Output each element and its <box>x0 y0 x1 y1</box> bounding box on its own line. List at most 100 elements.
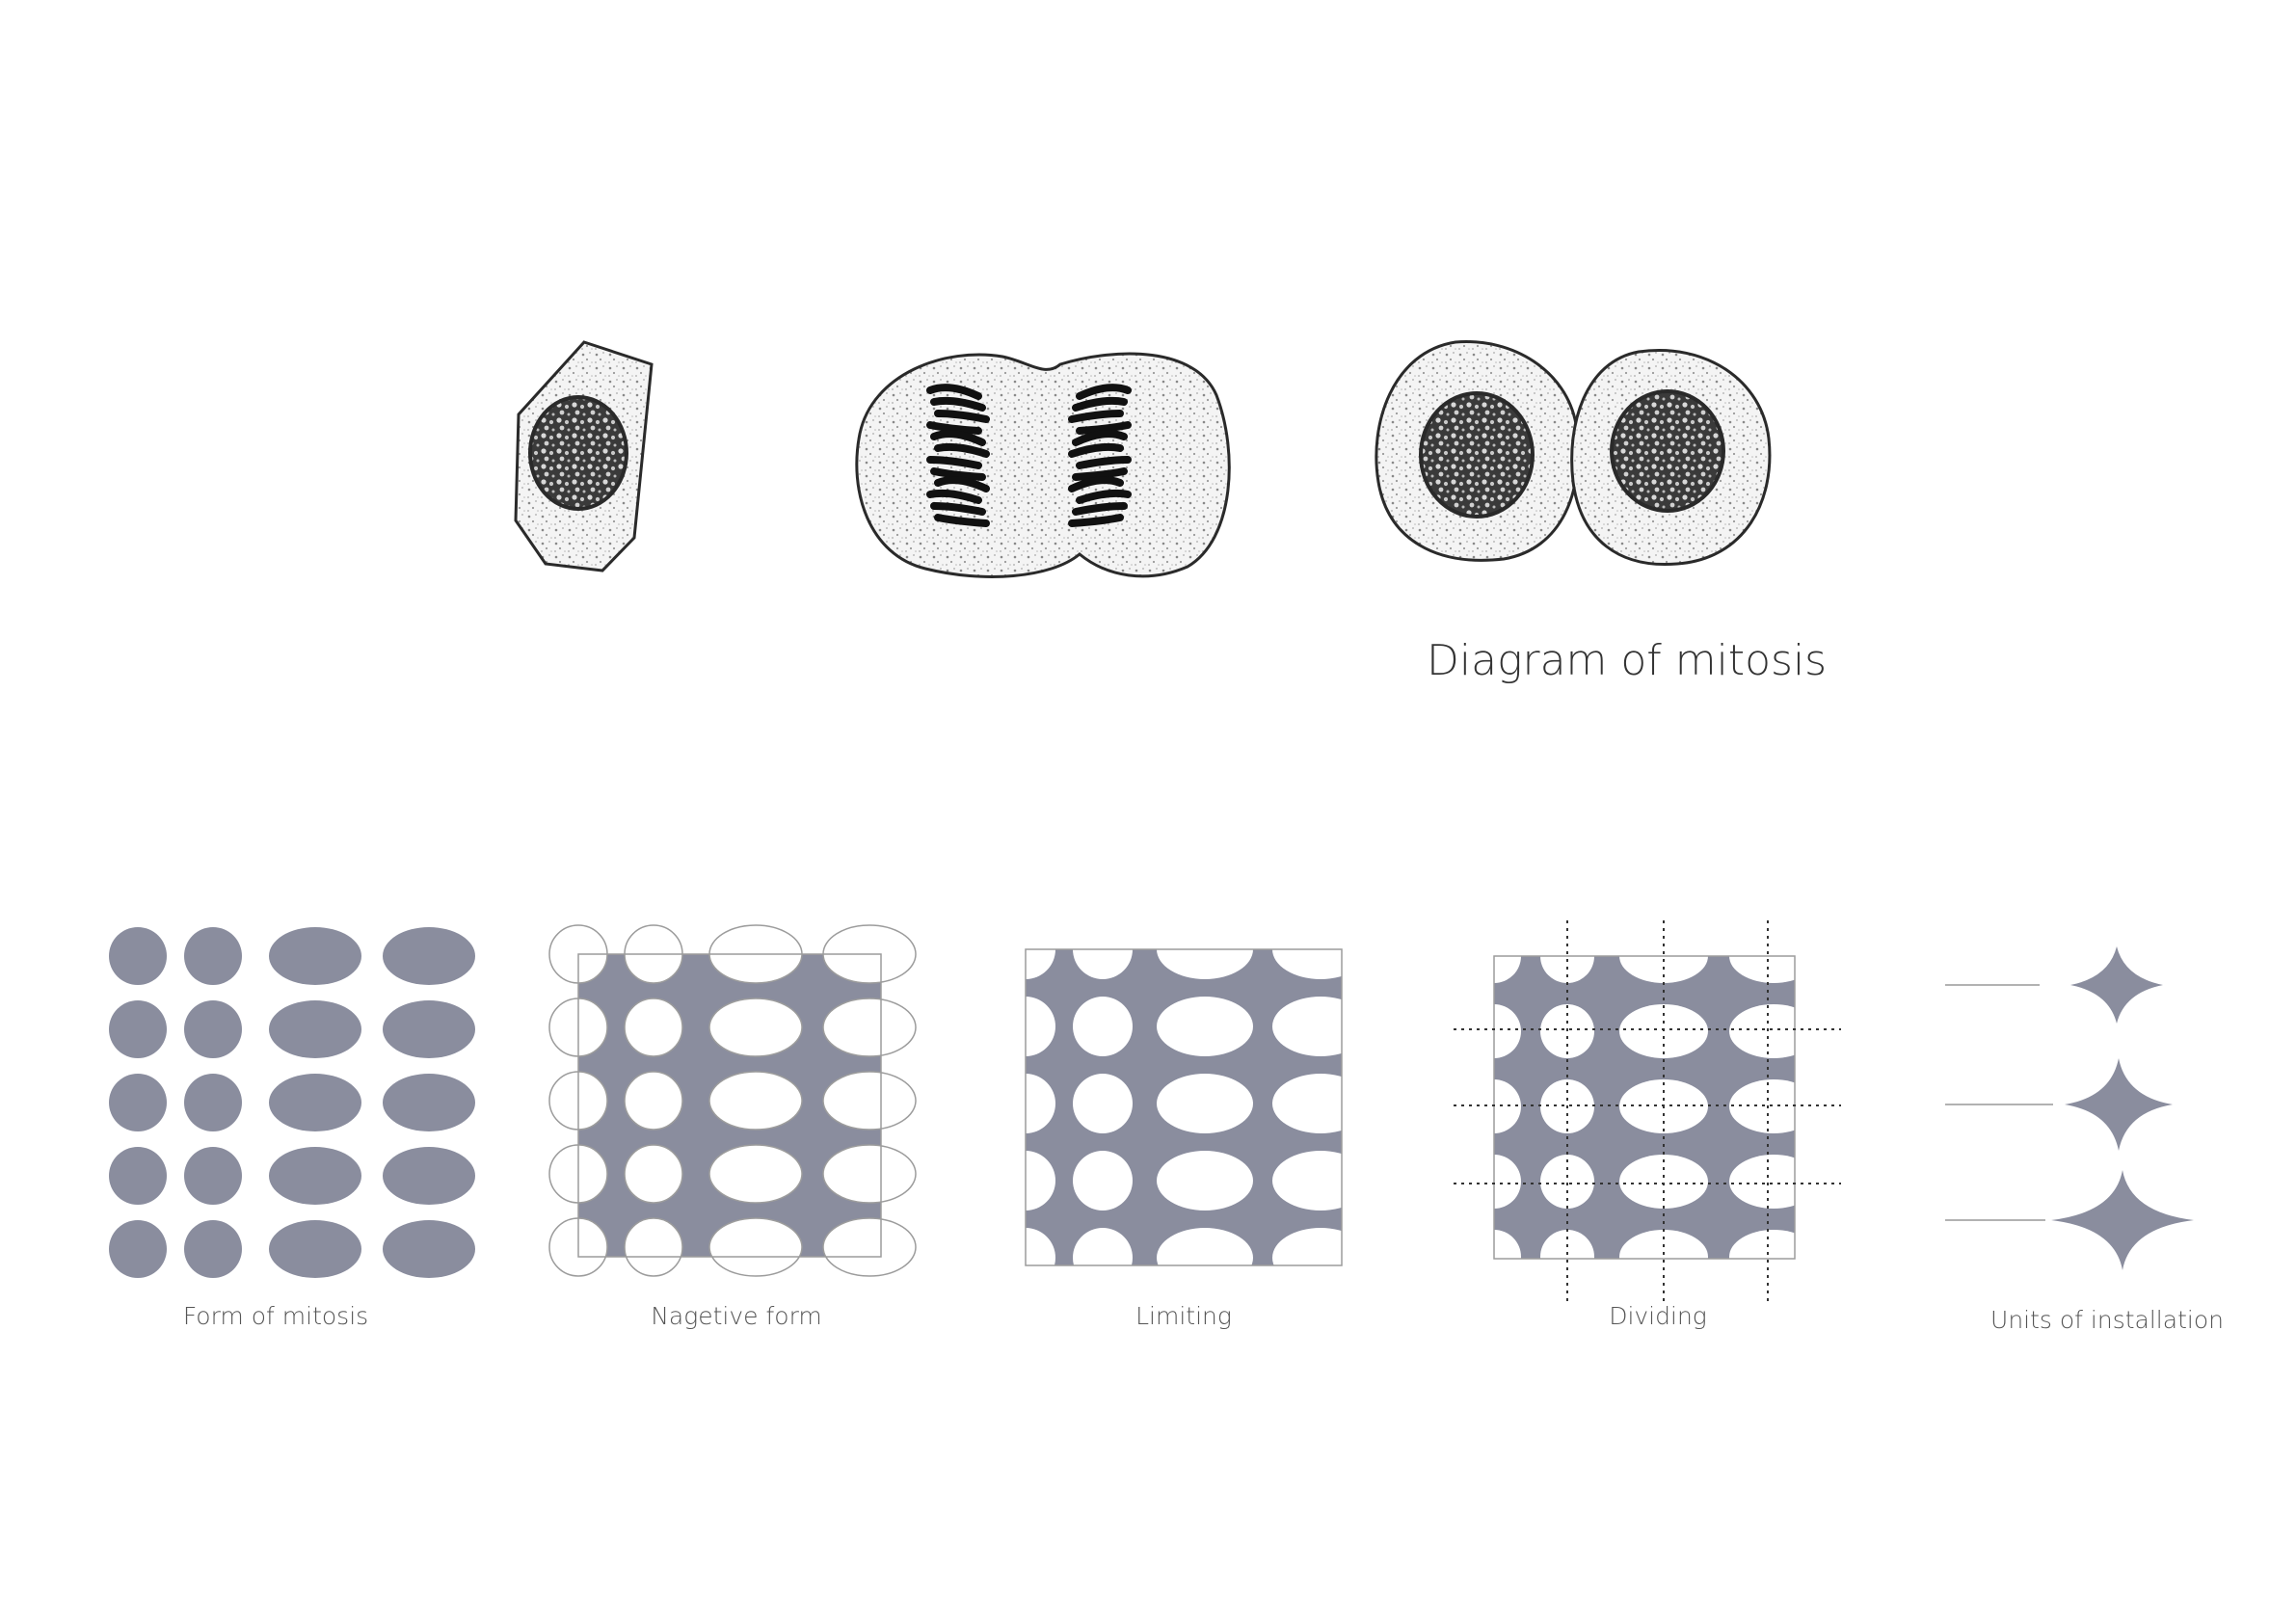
ellipse-outline <box>708 1217 803 1277</box>
ellipse-outline <box>624 1217 683 1277</box>
ellipse-hole <box>823 998 881 1056</box>
ellipse-shape <box>383 927 475 985</box>
division-grid <box>1454 920 1841 1301</box>
interphase-cell <box>514 340 654 572</box>
chromosome-right <box>1068 410 1124 423</box>
ellipse-outline <box>708 998 803 1057</box>
ellipse-hole <box>709 1145 802 1203</box>
ellipse-hole <box>1272 1074 1342 1133</box>
ellipse-hole <box>1494 1004 1521 1058</box>
ellipse-hole <box>1073 1151 1133 1211</box>
ellipse-hole <box>823 954 881 983</box>
chromosome-left <box>930 396 986 412</box>
ellipse-hole <box>1272 997 1342 1056</box>
ellipse-shape <box>109 1220 167 1278</box>
chromosome-right <box>1076 384 1132 400</box>
chromosome-left <box>934 514 990 527</box>
ellipse-hole <box>1729 1004 1795 1058</box>
ellipse-hole <box>625 1145 682 1203</box>
ellipse-shape <box>109 1000 167 1058</box>
chromosome-left <box>930 467 986 481</box>
ellipse-hole <box>1729 1079 1795 1133</box>
chromosome-right <box>1068 442 1124 458</box>
ellipse-hole <box>709 1072 802 1130</box>
ellipse-hole <box>1272 949 1342 979</box>
negative-holes <box>578 954 881 1257</box>
chromosome-right <box>1072 467 1128 481</box>
ellipse-hole <box>1729 956 1795 983</box>
chromosome-right <box>1072 396 1128 412</box>
ellipse-shape <box>269 927 361 985</box>
caption-form-of-mitosis: Form of mitosis <box>183 1302 368 1330</box>
ellipse-hole <box>1157 1074 1253 1133</box>
ellipse-hole <box>625 1218 682 1257</box>
frame-outline <box>1025 948 1343 1266</box>
chromosome-left <box>934 410 990 423</box>
cell-membrane <box>855 352 1231 578</box>
panel-limiting <box>1025 948 1343 1266</box>
ellipse-hole <box>578 1072 607 1130</box>
ellipse-hole <box>578 998 607 1056</box>
chromosome-group <box>926 384 1132 527</box>
ellipse-shape <box>269 1000 361 1058</box>
chromosome-right <box>1076 421 1132 435</box>
chromosome-left <box>930 430 986 446</box>
ellipse-hole <box>1494 1230 1521 1259</box>
ellipse-shape <box>269 1220 361 1278</box>
nucleus <box>528 395 628 511</box>
ellipse-hole <box>1272 1151 1342 1211</box>
ellipse-shape <box>269 1147 361 1205</box>
ellipse-hole <box>823 1218 881 1257</box>
ellipse-shape <box>184 1220 242 1278</box>
chromosome-right <box>1076 456 1132 469</box>
ellipse-hole <box>578 954 607 983</box>
ellipse-hole <box>1494 1155 1521 1209</box>
ellipse-outline <box>624 1144 683 1204</box>
ellipse-hole <box>625 1072 682 1130</box>
ellipse-shape <box>383 1074 475 1131</box>
anaphase-cell <box>855 352 1231 578</box>
ellipse-hole <box>1026 1074 1055 1133</box>
chromosome-right <box>1068 476 1124 492</box>
ellipse-outline <box>822 998 917 1057</box>
ellipse-shape <box>269 1074 361 1131</box>
telophase-daughter-cells <box>1375 340 1772 567</box>
cell-illustrations <box>514 340 1772 578</box>
ellipse-shape <box>109 1074 167 1131</box>
ellipse-hole <box>1073 949 1133 979</box>
chromosome-right <box>1072 502 1128 516</box>
ellipse-hole <box>709 998 802 1056</box>
ellipse-shape <box>383 1000 475 1058</box>
unit-star-shape <box>2070 946 2163 1024</box>
panel-units-of-installation <box>1945 946 2194 1270</box>
ellipse-hole <box>709 1218 802 1257</box>
chromosome-left <box>934 476 990 492</box>
ellipse-shape <box>184 1147 242 1205</box>
ellipse-hole <box>1157 949 1253 979</box>
ellipse-hole <box>709 954 802 983</box>
panel-negative-form <box>548 924 917 1277</box>
chromosome-right <box>1072 430 1128 446</box>
ellipse-hole <box>1540 1155 1594 1209</box>
ellipse-outline <box>822 1144 917 1204</box>
ellipse-outline <box>708 1144 803 1204</box>
ellipse-hole <box>1272 1228 1342 1265</box>
nucleus-left <box>1419 391 1535 519</box>
ellipse-hole <box>1026 1151 1055 1211</box>
frame-outline <box>577 953 882 1258</box>
caption-dividing: Dividing <box>1609 1302 1707 1330</box>
caption-limiting: Limiting <box>1135 1302 1232 1330</box>
ellipse-hole <box>625 998 682 1056</box>
ellipse-shape <box>109 1147 167 1205</box>
ellipse-hole <box>1729 1155 1795 1209</box>
ellipse-shape <box>383 1147 475 1205</box>
frame-outline <box>1493 955 1796 1260</box>
ellipse-outline <box>708 1071 803 1131</box>
ellipse-outline <box>624 1071 683 1131</box>
ellipse-hole <box>625 954 682 983</box>
ellipse-hole <box>1073 1228 1133 1265</box>
chromosome-right <box>1076 489 1132 504</box>
chromosome-left <box>926 384 982 400</box>
caption-negative-form: Nagetive form <box>651 1302 822 1330</box>
